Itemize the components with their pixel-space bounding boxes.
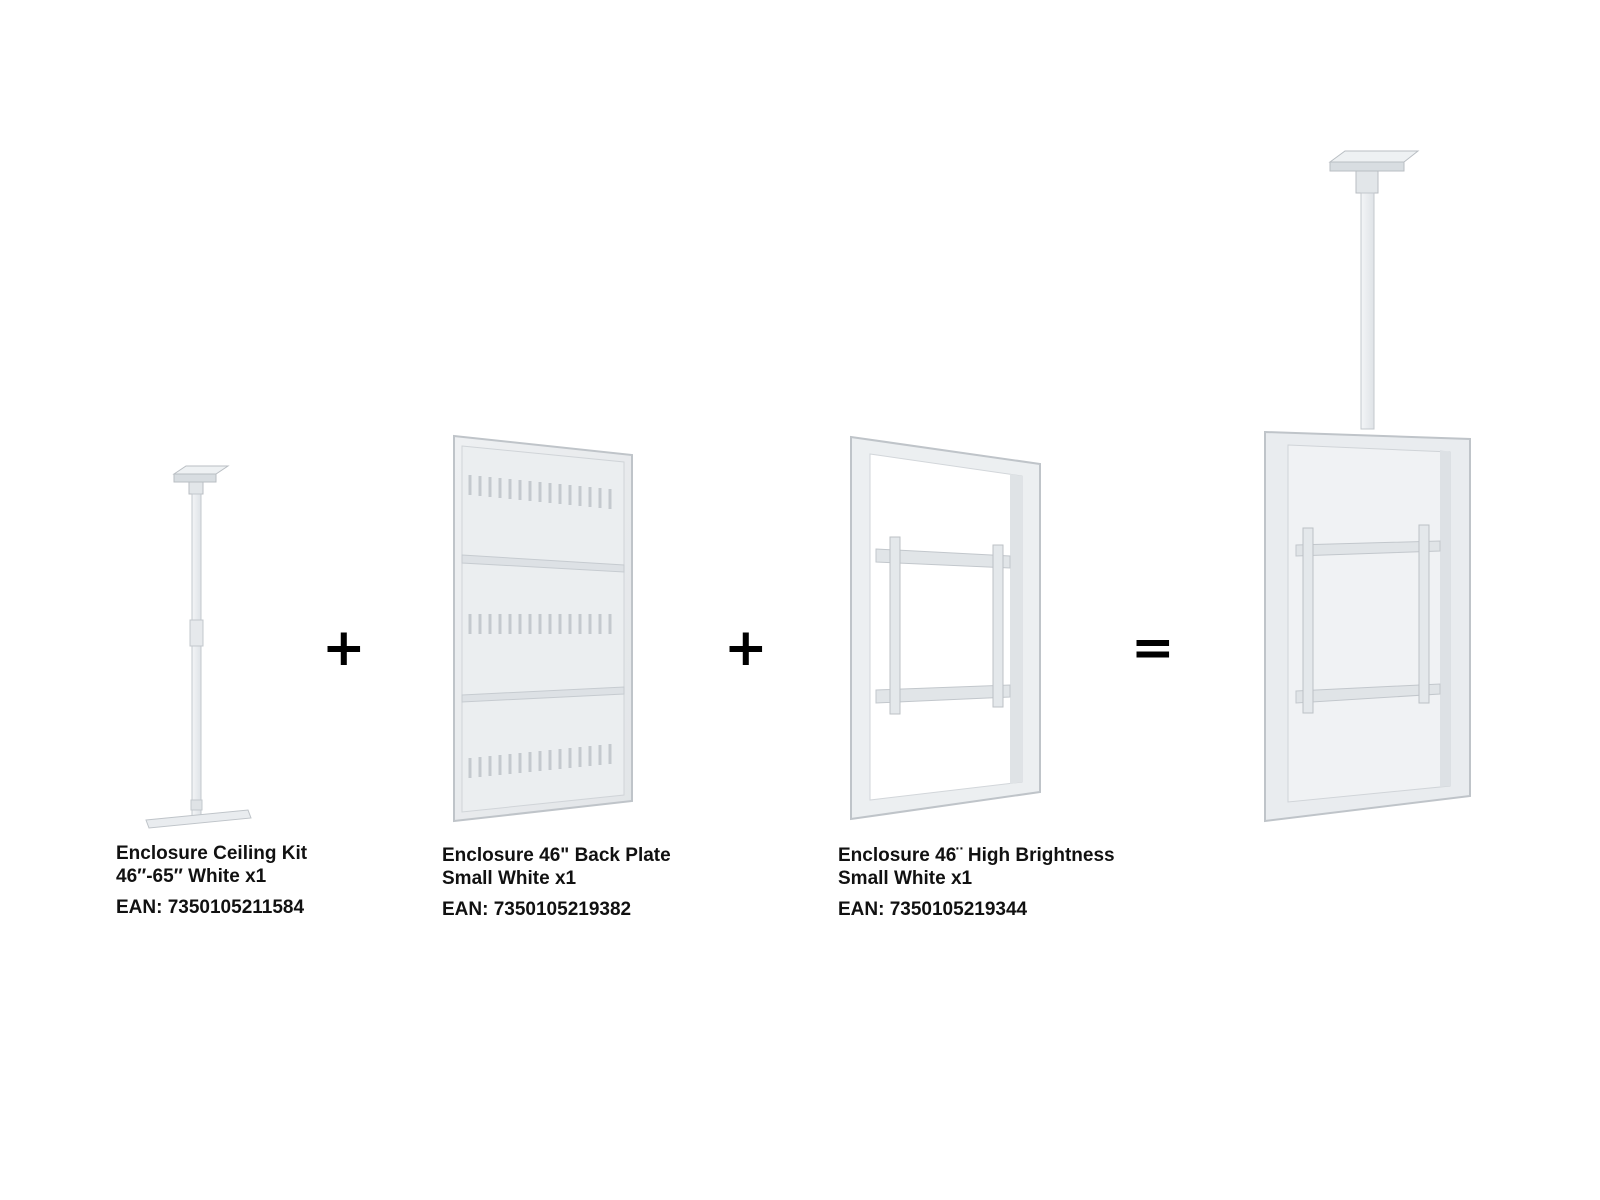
plus-sign-2: + <box>724 618 768 678</box>
product-ean: EAN: 7350105219344 <box>838 899 1028 920</box>
product-name-line-2: 46″-65″ White x1 <box>116 866 267 887</box>
back-plate-icon <box>453 434 633 823</box>
equals-sign: = <box>1131 618 1175 678</box>
product-ean: EAN: 7350105211584 <box>116 897 305 918</box>
product-name-line-1: Enclosure 46¨ High Brightness <box>838 845 1115 866</box>
product-caption-ceiling-kit: Enclosure Ceiling Kit 46″-65″ White x1 E… <box>116 842 307 919</box>
product-caption-enclosure: Enclosure 46¨ High Brightness Small Whit… <box>838 844 1115 921</box>
assembled-enclosure-icon <box>1264 150 1471 823</box>
enclosure-frame-icon <box>850 435 1041 821</box>
product-caption-back-plate: Enclosure 46" Back Plate Small White x1 … <box>442 844 671 921</box>
product-name-line-2: Small White x1 <box>838 868 973 889</box>
product-ean: EAN: 7350105219382 <box>442 899 632 920</box>
product-name-line-2: Small White x1 <box>442 868 577 889</box>
product-name-line-1: Enclosure Ceiling Kit <box>116 843 308 864</box>
product-name-line-1: Enclosure 46" Back Plate <box>442 845 671 866</box>
ceiling-kit-icon <box>145 465 252 829</box>
plus-sign-1: + <box>322 618 366 678</box>
